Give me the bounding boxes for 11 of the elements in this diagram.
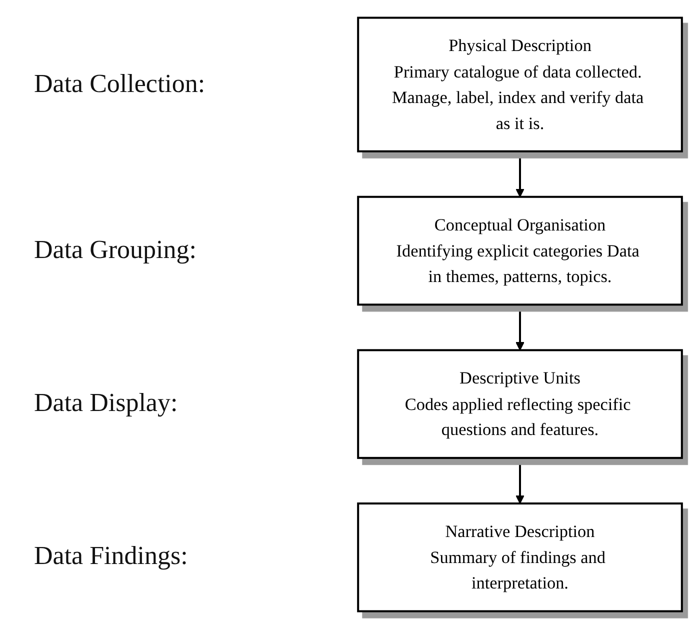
node-box: Physical Description Primary catalogue of data collected. Manage, label, index and verify data as it is. xyxy=(357,16,683,152)
arrow xyxy=(516,151,524,198)
node-box: Descriptive Units Codes applied reflecting specific questions and features. xyxy=(357,349,683,459)
stage-label: Data Collection: xyxy=(34,68,206,99)
arrow xyxy=(516,304,524,351)
arrow xyxy=(516,458,524,504)
stage-label: Data Findings: xyxy=(34,541,188,572)
node-box: Narrative Description Summary of findings and interpretation. xyxy=(357,502,683,612)
stage-label: Data Grouping: xyxy=(34,234,196,265)
node-box: Conceptual Organisation Identifying explicit categories Data in themes, patterns, topics. xyxy=(357,196,683,306)
stage-label: Data Display: xyxy=(34,388,178,418)
